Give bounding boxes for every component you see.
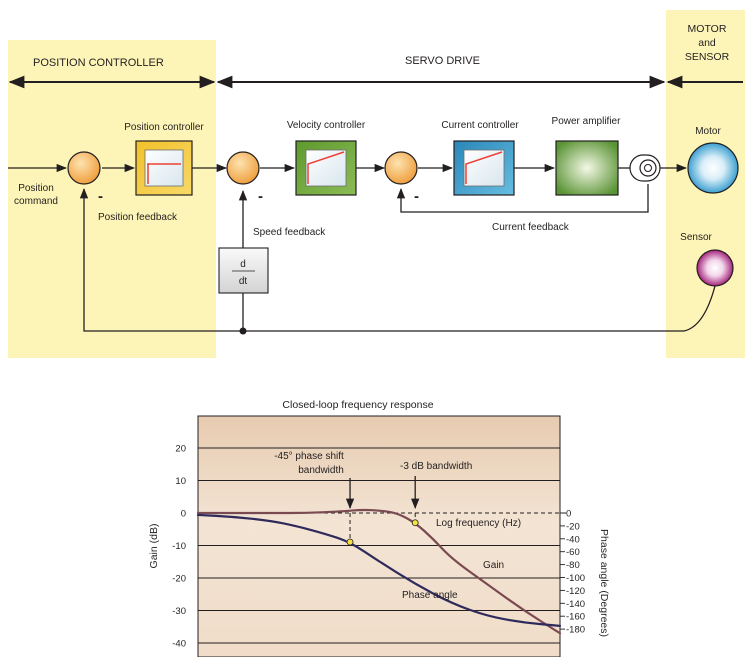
feedback-junction-dot	[239, 327, 247, 335]
sensor-icon	[696, 249, 734, 287]
left-axis-ticks: 20 10 0 -10 -20 -30 -40	[172, 444, 186, 650]
position-feedback-label: Position feedback	[98, 212, 178, 223]
servo-drive-section-label: SERVO DRIVE	[405, 55, 480, 67]
series-line-gain	[196, 508, 562, 635]
derivative-block	[218, 247, 269, 294]
sensor-label: Sensor	[680, 232, 712, 243]
chart-title: Closed-loop frequency response	[282, 399, 433, 411]
annotation-point-45	[346, 538, 354, 546]
chart-annotations	[345, 476, 420, 546]
motor-sensor-section-label-3: SENSOR	[685, 51, 730, 63]
right-tick-label: -160	[566, 612, 585, 623]
summing-junction-speed	[226, 151, 260, 185]
motor-sensor-section-label: MOTOR	[688, 23, 727, 35]
right-tick-label: 0	[566, 509, 571, 520]
position-command-label-2: command	[14, 196, 58, 207]
left-tick-label: -30	[172, 606, 186, 617]
velocity-controller-block	[295, 140, 357, 196]
motor-icon	[687, 142, 739, 194]
position-controller-section-label: POSITION CONTROLLER	[33, 57, 164, 69]
signal-lines	[8, 163, 716, 332]
left-tick-label: -10	[172, 541, 186, 552]
position-controller-label: Position controller	[124, 122, 204, 133]
chart-grid	[198, 447, 568, 644]
annotation-45-line2: bandwidth	[298, 465, 344, 476]
right-tick-label: -140	[566, 599, 585, 610]
right-tick-label: -120	[566, 586, 585, 597]
motor-sensor-section-label-2: and	[698, 37, 716, 49]
power-amplifier-block	[555, 140, 619, 196]
left-tick-label: -40	[172, 639, 186, 650]
left-tick-label: 0	[181, 509, 186, 520]
right-tick-label: -60	[566, 547, 580, 558]
derivative-denominator: dt	[239, 276, 248, 287]
current-sensor-symbol	[629, 154, 661, 182]
right-axis-ticks: 0-20 -40 -60 -80 -100 -120 -140 -160 -180	[560, 509, 585, 636]
velocity-controller-label: Velocity controller	[287, 120, 366, 131]
right-tick-label: -20	[566, 521, 580, 532]
position-controller-panel	[8, 40, 216, 358]
series-label-gain: Gain	[483, 560, 504, 571]
chart-plot-area	[197, 415, 561, 657]
annotation-45-line1: -45° phase shift	[274, 451, 344, 462]
series-label-phase-angle: Phase angle	[402, 590, 458, 601]
summing-junction-position	[67, 151, 101, 185]
motor-label: Motor	[695, 126, 721, 137]
summing-junction-current	[384, 151, 418, 185]
right-tick-label: -80	[566, 560, 580, 571]
position-command-label: Position	[18, 183, 54, 194]
speed-feedback-label: Speed feedback	[253, 227, 326, 238]
power-amplifier-label: Power amplifier	[552, 116, 622, 127]
annotation-point-3db	[411, 519, 419, 527]
right-tick-label: -180	[566, 625, 585, 636]
right-axis-label: Phase angle (Degrees)	[598, 529, 610, 637]
derivative-numerator: d	[240, 259, 246, 270]
minus-sign-position: -	[98, 188, 103, 205]
left-tick-label: -20	[172, 574, 186, 585]
annotation-3db: -3 dB bandwidth	[400, 461, 472, 472]
left-tick-label: 20	[175, 444, 186, 455]
minus-sign-current: -	[414, 188, 419, 205]
position-controller-block	[135, 140, 193, 196]
current-controller-block	[453, 140, 515, 196]
right-tick-label: -100	[566, 573, 585, 584]
current-controller-label: Current controller	[441, 120, 519, 131]
current-feedback-label: Current feedback	[492, 222, 570, 233]
minus-sign-speed: -	[258, 188, 263, 205]
left-tick-label: 10	[175, 476, 186, 487]
right-tick-label: -40	[566, 534, 580, 545]
left-axis-label: Gain (dB)	[148, 524, 160, 569]
frequency-response-chart: Closed-loop frequency response 20 10 0 -10 -…	[148, 399, 610, 657]
x-axis-label: Log frequency (Hz)	[436, 518, 521, 529]
